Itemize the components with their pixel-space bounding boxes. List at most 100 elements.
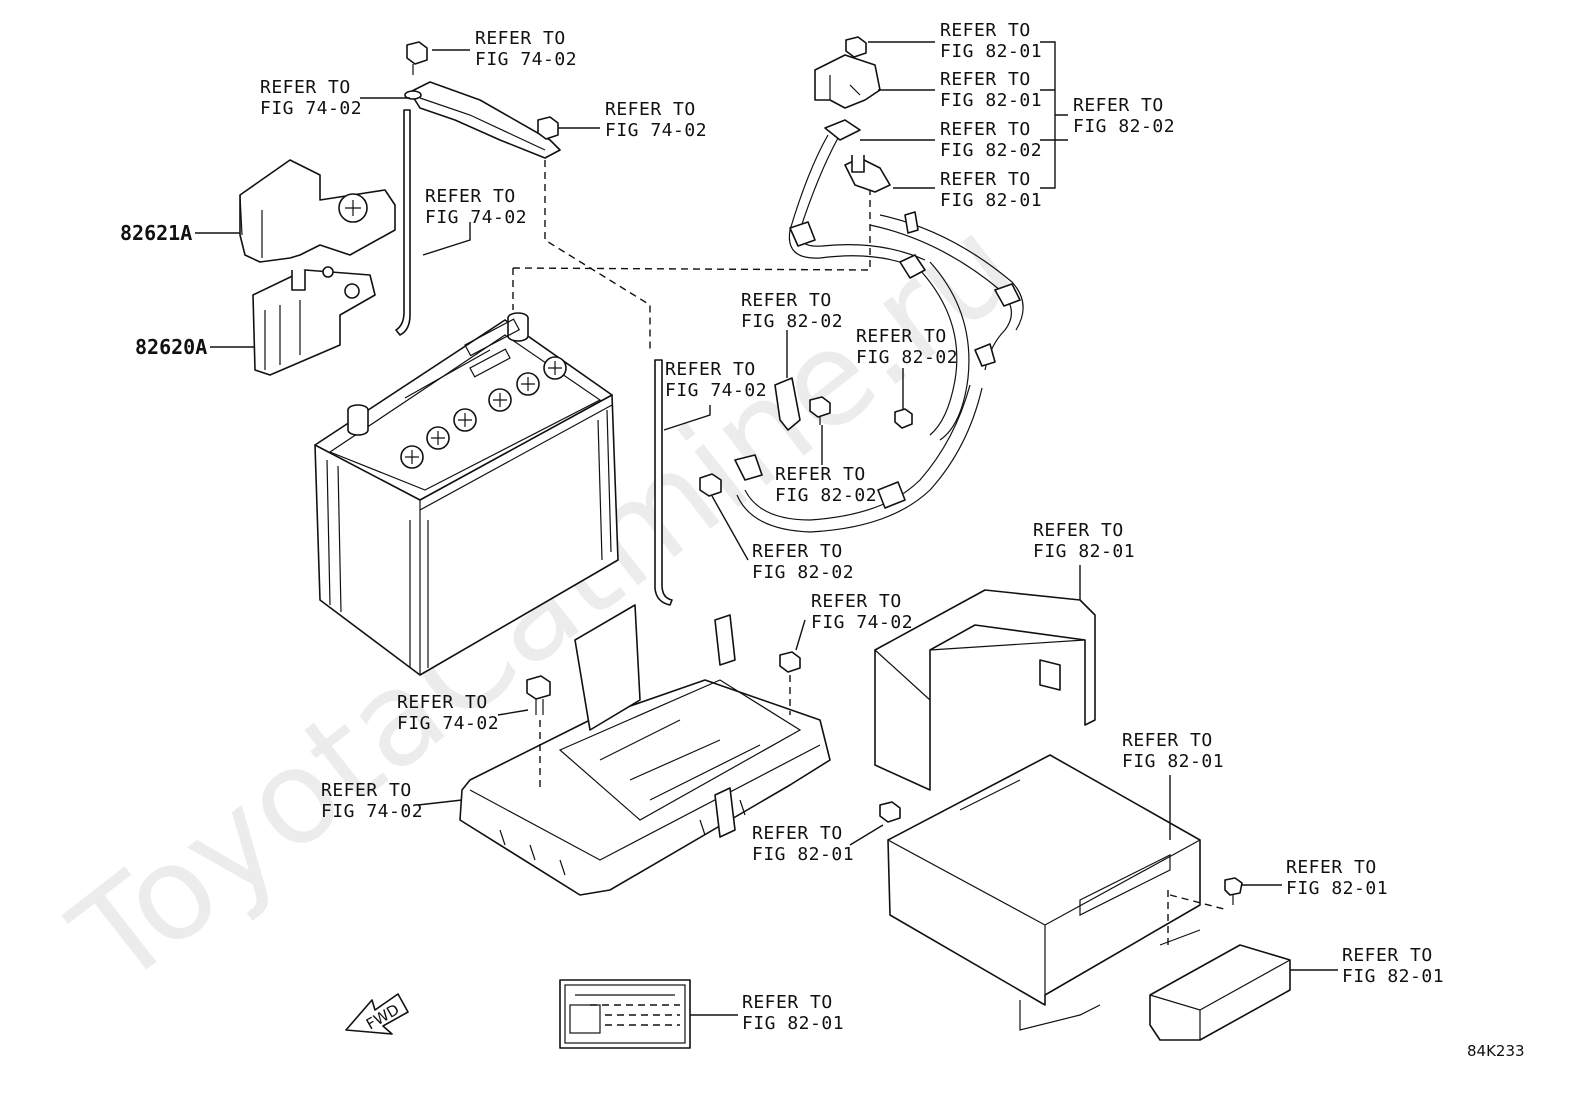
svg-text:REFER TO: REFER TO xyxy=(1342,945,1433,966)
svg-text:FIG 82-02: FIG 82-02 xyxy=(940,140,1042,161)
cable-bolt-3[interactable] xyxy=(699,473,722,497)
callout-caution-label[interactable]: REFER TO FIG 82-01 xyxy=(742,992,844,1034)
svg-text:REFER TO: REFER TO xyxy=(1073,95,1164,116)
box-screw-right[interactable] xyxy=(1224,877,1243,905)
svg-text:FIG 74-02: FIG 74-02 xyxy=(665,380,767,401)
callout-battery-tray[interactable]: REFER TO FIG 74-02 xyxy=(321,780,423,822)
svg-text:FIG 82-01: FIG 82-01 xyxy=(742,1013,844,1034)
svg-text:REFER TO: REFER TO xyxy=(752,541,843,562)
svg-text:FIG 82-01: FIG 82-01 xyxy=(940,190,1042,211)
callout-battery-box[interactable]: REFER TO FIG 82-01 xyxy=(1122,730,1224,772)
terminal-cover-right[interactable] xyxy=(814,54,881,109)
battery-box[interactable] xyxy=(887,754,1201,1031)
cable-bracket[interactable] xyxy=(774,377,801,431)
svg-text:FIG 82-02: FIG 82-02 xyxy=(1073,116,1175,137)
callout-cable-bolt-1[interactable]: REFER TO FIG 82-02 xyxy=(775,464,877,506)
negative-cable[interactable] xyxy=(788,119,926,271)
svg-text:FIG 82-01: FIG 82-01 xyxy=(1033,541,1135,562)
clamp-nut-right[interactable] xyxy=(537,116,559,140)
svg-text:FIG 82-01: FIG 82-01 xyxy=(940,41,1042,62)
terminal-nut-top[interactable] xyxy=(845,36,867,58)
svg-text:FIG 82-01: FIG 82-01 xyxy=(1342,966,1444,987)
callout-terminal-cover[interactable]: REFER TO FIG 82-01 xyxy=(940,69,1042,111)
svg-text:FIG 74-02: FIG 74-02 xyxy=(605,120,707,141)
svg-text:FIG 82-02: FIG 82-02 xyxy=(752,562,854,583)
clamp-rod-long[interactable] xyxy=(395,109,411,336)
svg-text:REFER TO: REFER TO xyxy=(856,326,947,347)
caution-label[interactable] xyxy=(559,979,691,1049)
callout-battery-cover[interactable]: REFER TO FIG 82-01 xyxy=(1033,520,1135,562)
callout-tray-nut-right[interactable]: REFER TO FIG 74-02 xyxy=(811,591,913,633)
battery-cover[interactable] xyxy=(874,589,1096,791)
leader-lines xyxy=(195,41,1338,1016)
battery[interactable] xyxy=(314,312,619,676)
svg-text:REFER TO: REFER TO xyxy=(811,591,902,612)
callout-clamp-nut-right[interactable]: REFER TO FIG 74-02 xyxy=(605,99,707,141)
callout-box-screw-right[interactable]: REFER TO FIG 82-01 xyxy=(1286,857,1388,899)
callout-tray-bolt-left[interactable]: REFER TO FIG 74-02 xyxy=(397,692,499,734)
box-pad[interactable] xyxy=(1149,944,1291,1041)
part-number-82620A[interactable]: 82620A xyxy=(135,335,207,359)
svg-text:FIG 82-01: FIG 82-01 xyxy=(752,844,854,865)
svg-text:REFER TO: REFER TO xyxy=(940,169,1031,190)
svg-text:REFER TO: REFER TO xyxy=(940,20,1031,41)
svg-text:REFER TO: REFER TO xyxy=(940,119,1031,140)
callout-clamp[interactable]: REFER TO FIG 74-02 xyxy=(260,77,362,119)
svg-text:REFER TO: REFER TO xyxy=(775,464,866,485)
svg-text:FIG 82-02: FIG 82-02 xyxy=(856,347,958,368)
terminal-82620A[interactable] xyxy=(252,266,376,376)
clamp-rod-right[interactable] xyxy=(654,359,673,606)
callout-box-pad[interactable]: REFER TO FIG 82-01 xyxy=(1342,945,1444,987)
svg-text:FIG 74-02: FIG 74-02 xyxy=(811,612,913,633)
callout-cable-bolt-3[interactable]: REFER TO FIG 82-02 xyxy=(752,541,854,583)
svg-text:FIG 74-02: FIG 74-02 xyxy=(397,713,499,734)
svg-text:REFER TO: REFER TO xyxy=(752,823,843,844)
positive-cable[interactable] xyxy=(734,155,1024,533)
svg-text:REFER TO: REFER TO xyxy=(741,290,832,311)
box-nut-left[interactable] xyxy=(879,801,901,823)
svg-text:FIG 74-02: FIG 74-02 xyxy=(321,801,423,822)
fwd-arrow-icon: FWD xyxy=(345,993,409,1035)
svg-text:FIG 74-02: FIG 74-02 xyxy=(475,49,577,70)
cable-bolt-1[interactable] xyxy=(809,396,831,425)
svg-text:FIG 82-01: FIG 82-01 xyxy=(1286,878,1388,899)
callout-positive-terminal[interactable]: REFER TO FIG 82-01 xyxy=(940,169,1042,211)
callout-clamp-nut-top[interactable]: REFER TO FIG 74-02 xyxy=(475,28,577,70)
battery-clamp[interactable] xyxy=(404,81,561,159)
cable-bolt-2[interactable] xyxy=(894,408,913,429)
callout-cable-group[interactable]: REFER TO FIG 82-02 xyxy=(1073,95,1175,137)
svg-text:FIG 82-01: FIG 82-01 xyxy=(940,90,1042,111)
terminal-cover-82621A[interactable] xyxy=(239,159,396,263)
svg-text:REFER TO: REFER TO xyxy=(321,780,412,801)
svg-text:REFER TO: REFER TO xyxy=(1286,857,1377,878)
diagram-code: 84K233 xyxy=(1467,1042,1525,1060)
callout-terminal-nut-top[interactable]: REFER TO FIG 82-01 xyxy=(940,20,1042,62)
svg-text:REFER TO: REFER TO xyxy=(605,99,696,120)
svg-text:FIG 82-01: FIG 82-01 xyxy=(1122,751,1224,772)
svg-text:FIG 74-02: FIG 74-02 xyxy=(425,207,527,228)
assembly-lines xyxy=(512,160,1229,945)
svg-text:REFER TO: REFER TO xyxy=(425,186,516,207)
tray-bolt-left[interactable] xyxy=(526,675,551,715)
callout-cable-bracket[interactable]: REFER TO FIG 82-02 xyxy=(741,290,843,332)
svg-text:REFER TO: REFER TO xyxy=(1122,730,1213,751)
callout-negative-terminal[interactable]: REFER TO FIG 82-02 xyxy=(940,119,1042,161)
part-number-82621A[interactable]: 82621A xyxy=(120,221,192,245)
callout-clamp-rod[interactable]: REFER TO FIG 74-02 xyxy=(425,186,527,228)
svg-text:REFER TO: REFER TO xyxy=(940,69,1031,90)
svg-text:REFER TO: REFER TO xyxy=(397,692,488,713)
svg-text:REFER TO: REFER TO xyxy=(475,28,566,49)
battery-tray[interactable] xyxy=(459,604,831,896)
svg-text:REFER TO: REFER TO xyxy=(742,992,833,1013)
clamp-nut-top[interactable] xyxy=(406,41,428,75)
svg-text:FIG 74-02: FIG 74-02 xyxy=(260,98,362,119)
svg-text:REFER TO: REFER TO xyxy=(665,359,756,380)
svg-text:FIG 82-02: FIG 82-02 xyxy=(775,485,877,506)
svg-text:REFER TO: REFER TO xyxy=(260,77,351,98)
tray-nut-right[interactable] xyxy=(779,651,801,673)
callout-box-nut-left[interactable]: REFER TO FIG 82-01 xyxy=(752,823,854,865)
callout-cable-bolt-2[interactable]: REFER TO FIG 82-02 xyxy=(856,326,958,368)
callout-clamp-rod-right[interactable]: REFER TO FIG 74-02 xyxy=(665,359,767,401)
svg-text:FIG 82-02: FIG 82-02 xyxy=(741,311,843,332)
